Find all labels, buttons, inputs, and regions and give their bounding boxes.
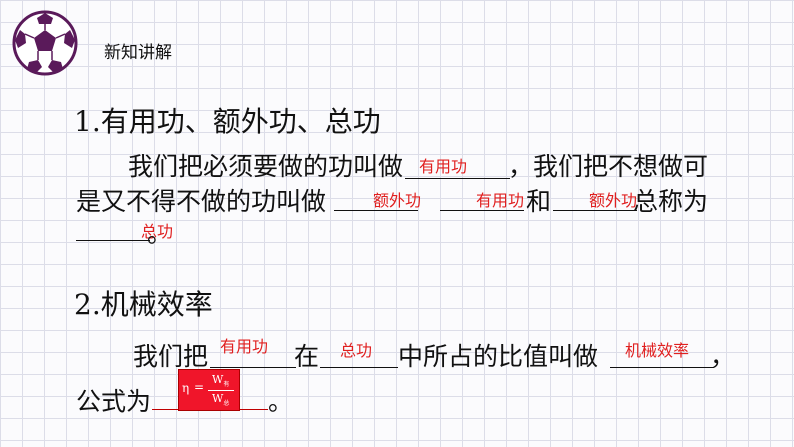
answer-extra-work: 额外功 [373, 191, 422, 210]
blank-total-work-2 [320, 367, 398, 368]
formula-numerator: W有 [212, 373, 230, 389]
blank-efficiency [610, 367, 714, 368]
sentence2-and: 和 [526, 187, 552, 216]
answer-extra-work-2: 额外功 [589, 191, 638, 210]
answer-efficiency: 机械效率 [625, 341, 690, 360]
answer-total-work: 总功 [141, 222, 174, 241]
sentence3-end: 。 [147, 219, 173, 248]
blank-extra-work-2 [553, 210, 637, 211]
formula-denominator: W总 [212, 392, 230, 408]
sentence2-part1: 是又不得不做的功叫做 [76, 187, 327, 216]
answer-total-work-2: 总功 [340, 341, 373, 360]
sentence4-part1: 我们把 [133, 342, 209, 371]
blank-useful-work-3 [210, 367, 296, 368]
efficiency-formula: η = W有 W总 [178, 369, 240, 411]
sentence4-part3: 中所占的比值叫做 [398, 342, 599, 371]
answer-useful-work-3: 有用功 [220, 337, 269, 356]
soccer-ball-icon [12, 10, 78, 76]
sentence2-part3: 总称为 [633, 187, 709, 216]
sentence1-part2: ，我们把不想做可 [508, 152, 709, 181]
answer-useful-work-2: 有用功 [476, 191, 525, 210]
section1-title: 1.有用功、额外功、总功 [74, 105, 381, 138]
blank-extra-work [334, 210, 418, 211]
blank-useful-work [405, 178, 510, 179]
sentence5-end: 。 [268, 387, 294, 416]
sentence5-part1: 公式为 [76, 387, 152, 416]
blank-useful-work-2 [440, 210, 524, 211]
answer-useful-work: 有用功 [419, 157, 468, 176]
section-label: 新知讲解 [104, 43, 172, 63]
sentence1-part1: 我们把必须要做的功叫做 [128, 152, 404, 181]
section2-title: 2.机械效率 [74, 288, 213, 321]
sentence4-end: ， [710, 342, 736, 371]
blank-total-work [76, 240, 150, 241]
sentence4-part2: 在 [294, 342, 320, 371]
formula-eta: η [182, 381, 190, 395]
formula-fraction-line [208, 390, 234, 391]
formula-equals: = [194, 380, 205, 394]
